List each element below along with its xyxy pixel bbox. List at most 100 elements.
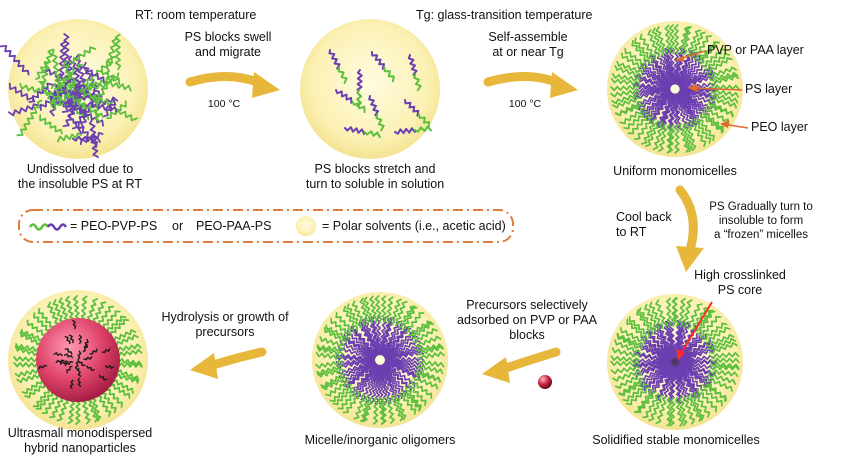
micelle-ps-strand — [679, 70, 714, 88]
tangle-strand — [89, 119, 99, 158]
micelle-peo-strand — [686, 394, 702, 423]
micelle-ps-strand — [661, 321, 676, 358]
chain-ps-block — [368, 95, 379, 117]
particle-peo-strand — [86, 298, 99, 325]
chain-peo-block — [413, 73, 422, 92]
micelle-peo-strand — [610, 88, 640, 98]
micelle-peo-strand — [690, 120, 707, 147]
micelle-peo-strand — [699, 315, 722, 338]
legend-box — [18, 209, 514, 243]
micelle-peo-strand — [709, 351, 740, 359]
legend-copolymer-swatch — [28, 223, 50, 231]
chain-peo-block — [375, 113, 385, 132]
micelle-peo-strand — [693, 35, 712, 60]
label-ps-layer: PS layer — [745, 82, 793, 96]
micelle-ps-strand — [638, 90, 671, 111]
micelle-peo-strand — [710, 357, 740, 364]
micelle-peo-strand — [616, 332, 644, 347]
micelle-peo-strand — [316, 344, 345, 352]
hybrid-nanoparticle — [13, 295, 143, 425]
micelle-peo-strand — [414, 372, 442, 383]
micelle-peo-strand — [408, 383, 427, 406]
micelle-peo-strand — [610, 77, 641, 86]
micelle-peo-strand — [655, 299, 668, 329]
micelle-ps-strand — [638, 66, 672, 87]
micelle-peo-strand — [648, 394, 664, 422]
micelle-peo-strand — [635, 391, 657, 414]
particle-peo-strand — [32, 386, 52, 408]
micelle-peo-strand — [346, 303, 362, 329]
particle-surface-strand — [64, 348, 73, 355]
legend-copolymer-a: = PEO-PVP-PS — [70, 219, 158, 233]
process-arrow-3-head — [676, 246, 704, 272]
micelle-peo-strand — [610, 355, 640, 363]
particle-peo-strand — [91, 301, 107, 326]
micelle-peo-strand — [417, 359, 445, 368]
micelle-peo-strand — [671, 297, 680, 327]
micelle-peo-strand — [707, 66, 737, 78]
particle-surface-strand — [77, 359, 86, 366]
particle-peo-strand — [58, 297, 70, 325]
particle-peo-strand — [13, 362, 42, 368]
micelle-peo-strand — [611, 93, 641, 105]
micelle-ps-strand — [678, 91, 711, 113]
micelle-peo-strand — [616, 333, 643, 351]
particle-peo-strand — [47, 301, 61, 328]
micelle-ps-strand — [678, 339, 712, 361]
particle-peo-strand — [114, 348, 143, 358]
micelle-peo-strand — [706, 104, 734, 117]
particle-peo-strand — [16, 372, 44, 384]
particle-peo-strand — [90, 394, 102, 422]
micelle-peo-strand — [642, 393, 660, 419]
micelle-ps-strand — [632, 358, 671, 364]
tangle-strand — [76, 89, 114, 106]
pointer-peo-head — [720, 120, 729, 128]
micelle-peo-strand — [329, 383, 352, 403]
micelle-ps-strand — [678, 92, 707, 119]
micelle-peo-strand — [693, 391, 711, 418]
tangled-copolymer-mass — [0, 33, 138, 158]
caption-solidified: Solidified stable monomicelles — [592, 433, 760, 447]
micelle-peo-strand — [386, 396, 395, 424]
micelle-ps-strand — [632, 87, 671, 94]
particle-peo-strand — [112, 373, 139, 384]
micelle-peo-strand — [342, 305, 358, 331]
chain-ps-block — [356, 69, 363, 91]
micelle-peo-strand — [665, 297, 672, 328]
particle-peo-strand — [104, 386, 123, 408]
micelle-peo-strand — [638, 307, 657, 333]
micelle-ps-strand — [343, 333, 376, 358]
micelle-peo-strand — [682, 299, 693, 329]
micelle-peo-strand — [611, 73, 642, 82]
tangle-strand — [117, 109, 138, 122]
micelle-peo-strand — [709, 364, 740, 371]
tangle-strand — [94, 80, 110, 107]
micelle-ps-strand — [346, 329, 377, 358]
micelle-ps-strand — [653, 325, 674, 358]
micelle-peo-strand — [690, 393, 705, 421]
micelle-peo-strand — [610, 84, 640, 92]
micelle-peo-strand — [709, 93, 739, 104]
micelle-ps-strand — [379, 316, 388, 356]
micelle-peo-strand — [610, 365, 641, 375]
legend-copolymer-b: PEO-PAA-PS — [196, 219, 272, 233]
particle-peo-strand — [96, 392, 112, 417]
micelle-peo-strand — [412, 376, 439, 390]
particle-peo-strand — [112, 334, 139, 347]
micelle-peo-strand — [614, 339, 642, 354]
particle-peo-strand — [14, 367, 43, 378]
micelle-peo-strand — [631, 40, 651, 65]
micelle-peo-strand — [372, 396, 379, 425]
particle-peo-strand — [56, 395, 70, 422]
chain-ps-block — [394, 127, 416, 135]
micelle-peo-strand — [634, 116, 654, 140]
micelle-peo-strand — [394, 393, 407, 421]
particle-peo-strand — [35, 389, 56, 410]
label-peo-layer: PEO layer — [751, 120, 808, 134]
micelle-ps-strand — [634, 361, 671, 375]
tangle-strand — [28, 82, 54, 103]
micelle-peo-strand — [321, 376, 348, 391]
micelle-ps-strand — [638, 363, 671, 384]
